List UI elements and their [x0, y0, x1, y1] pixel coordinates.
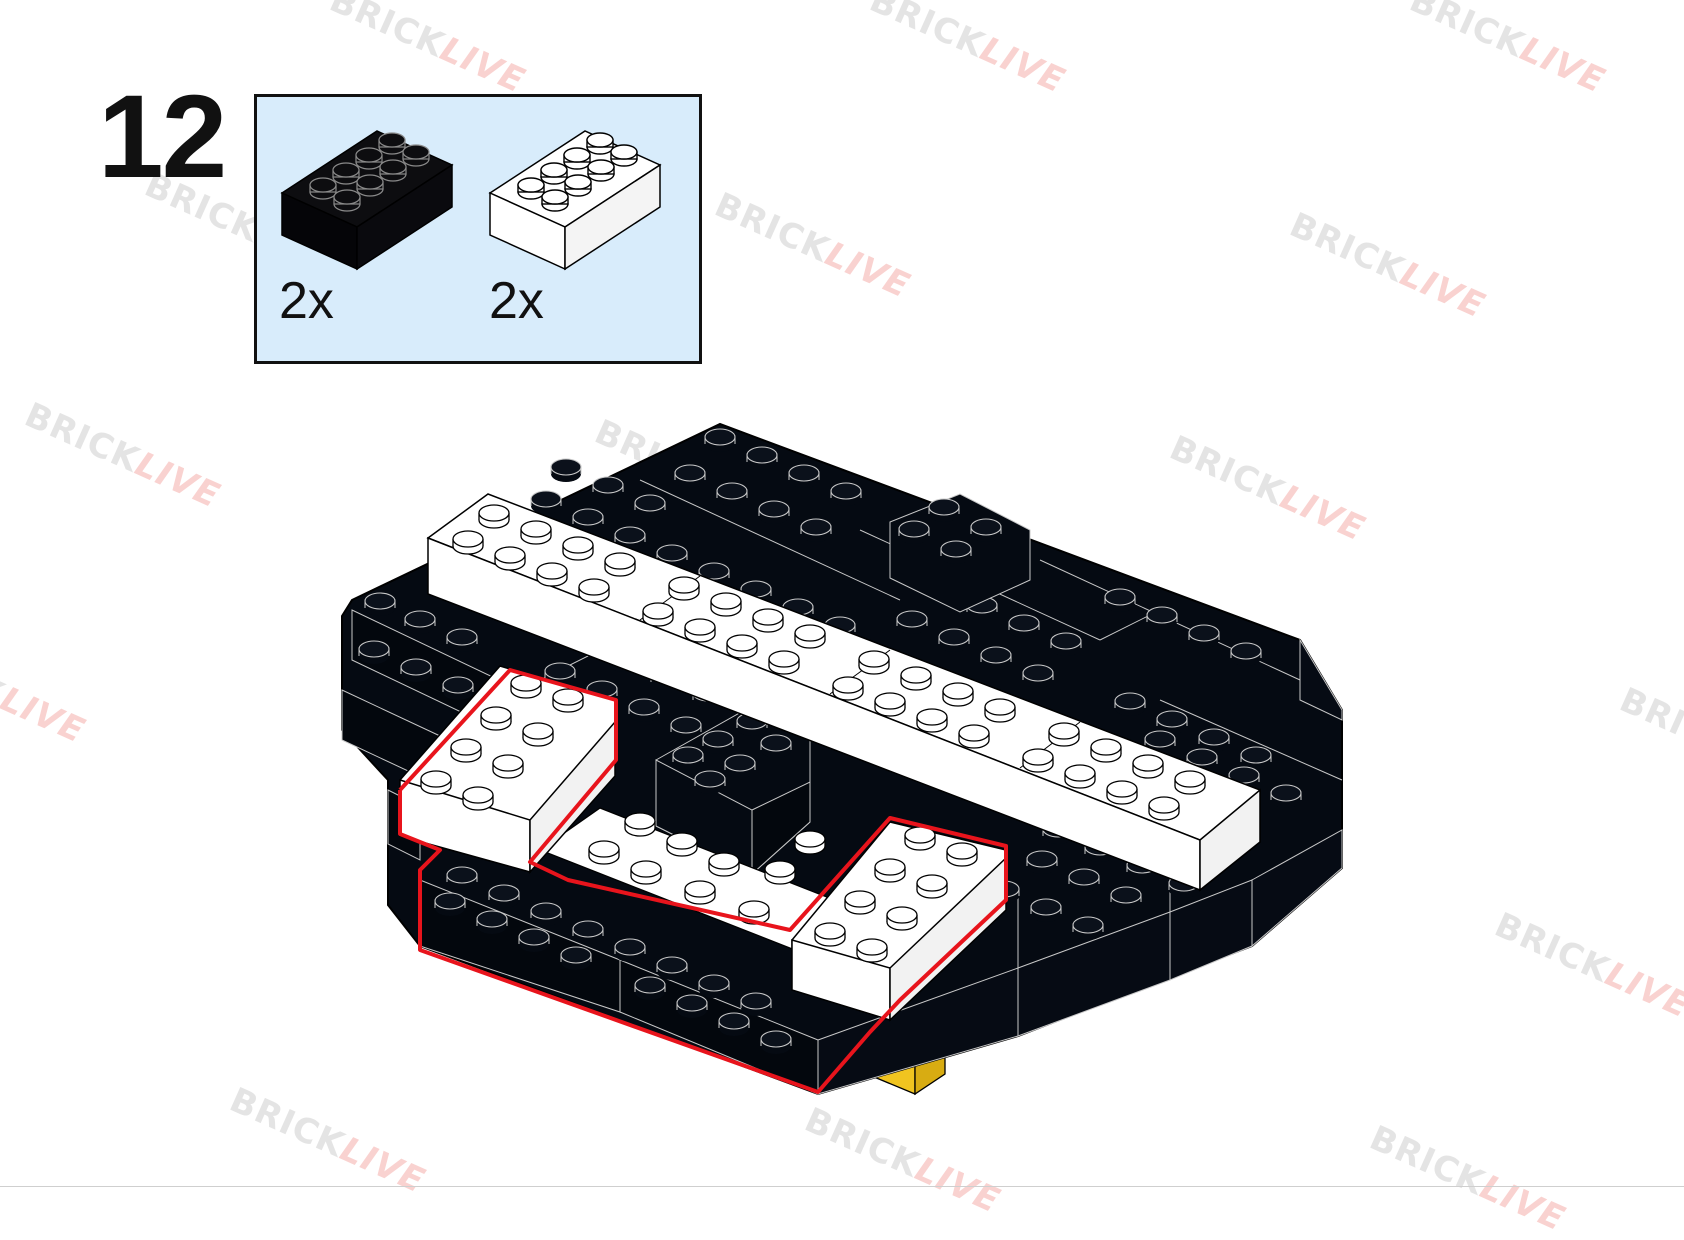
black-2x4-brick-icon: [280, 130, 454, 271]
white-brick-row: [426, 493, 1261, 892]
black-raised-brick-center: [655, 705, 811, 876]
part-quantity-white: 2x: [489, 272, 544, 330]
page-bottom-divider: [0, 1186, 1684, 1187]
black-raised-brick-right: [889, 493, 1031, 613]
white-2x4-brick-icon: [488, 130, 662, 271]
assembly-illustration: [341, 422, 1343, 1096]
parts-illustration: [280, 130, 662, 271]
part-quantity-black: 2x: [279, 272, 334, 330]
new-parts-highlight-outline: [398, 668, 1008, 1094]
parts-list-box: 2x 2x: [254, 94, 702, 364]
step-number: 12: [98, 71, 227, 203]
